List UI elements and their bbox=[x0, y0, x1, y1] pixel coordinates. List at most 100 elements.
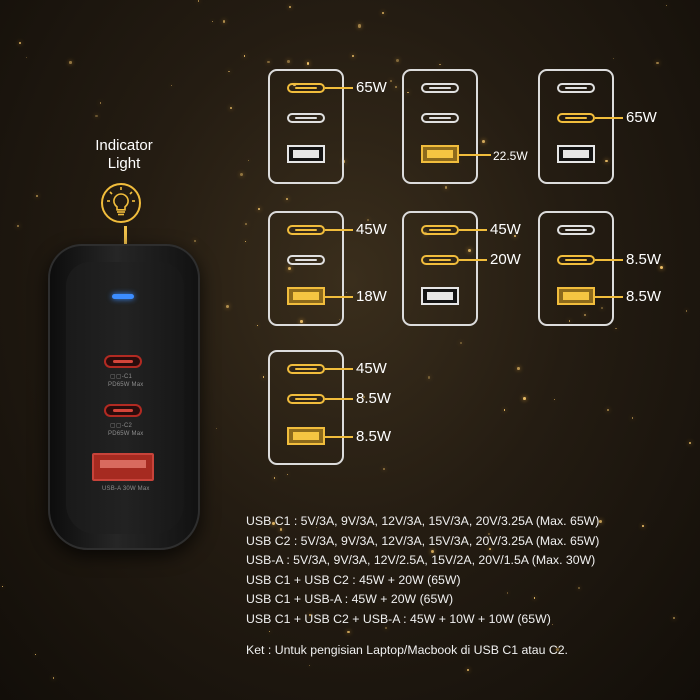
star-dot bbox=[390, 80, 393, 83]
diagram-3-port-c1 bbox=[557, 83, 595, 93]
diagram-1-port-c1 bbox=[287, 83, 325, 93]
star-dot bbox=[514, 235, 517, 238]
star-dot bbox=[598, 520, 602, 524]
diagram-4-c1-lead bbox=[325, 229, 353, 231]
star-dot bbox=[685, 310, 688, 312]
diagram-2-a-watt: 22.5W bbox=[493, 149, 528, 163]
port-c2-label: ▢▢-C2 bbox=[110, 423, 133, 429]
diagram-2-a-lead bbox=[459, 154, 491, 156]
note-text: Ket : Untuk pengisian Laptop/Macbook di … bbox=[246, 643, 568, 657]
star-dot bbox=[407, 91, 410, 94]
star-dot bbox=[358, 24, 362, 28]
port-c1-sub: PD65W Max bbox=[108, 382, 144, 388]
spec-line: USB C2 : 5V/3A, 9V/3A, 12V/3A, 15V/3A, 2… bbox=[246, 533, 600, 548]
spec-list: USB C1 : 5V/3A, 9V/3A, 12V/3A, 15V/3A, 2… bbox=[246, 512, 599, 630]
diagram-6-c2-watt: 8.5W bbox=[626, 251, 662, 268]
diagram-5-c2-lead bbox=[459, 259, 487, 261]
diagram-7-port-c1 bbox=[287, 364, 325, 374]
star-dot bbox=[363, 396, 365, 398]
spec-line: USB C1 + USB C2 : 45W + 20W (65W) bbox=[246, 572, 461, 587]
star-dot bbox=[100, 102, 102, 104]
star-dot bbox=[34, 653, 37, 655]
indicator-title-line2: Light bbox=[107, 155, 141, 172]
diagram-1-c1-lead bbox=[325, 87, 353, 89]
port-c1-label: ▢▢-C1 bbox=[110, 374, 133, 380]
diagram-box-2 bbox=[402, 69, 478, 184]
charger-face bbox=[66, 262, 184, 534]
diagram-4-port-a bbox=[287, 287, 325, 305]
star-dot bbox=[256, 324, 258, 327]
star-dot bbox=[438, 63, 441, 66]
diagram-7-a-watt: 8.5W bbox=[356, 428, 392, 445]
diagram-5-c1-lead bbox=[459, 229, 487, 231]
star-dot bbox=[467, 248, 471, 252]
star-dot bbox=[382, 11, 385, 14]
star-dot bbox=[95, 114, 98, 118]
diagram-4-a-watt: 18W bbox=[356, 288, 387, 305]
star-dot bbox=[36, 194, 39, 197]
star-dot bbox=[300, 320, 303, 323]
diagram-7-c2-watt: 8.5W bbox=[356, 390, 392, 407]
star-dot bbox=[228, 70, 230, 73]
star-dot bbox=[286, 59, 290, 63]
star-dot bbox=[503, 409, 506, 411]
charger-port-usb-a bbox=[92, 453, 154, 481]
star-dot bbox=[257, 207, 261, 211]
star-dot bbox=[352, 54, 355, 57]
light-bulb-icon bbox=[101, 183, 141, 223]
star-dot bbox=[286, 473, 289, 476]
diagram-2-port-c2 bbox=[421, 113, 459, 123]
star-dot bbox=[615, 327, 617, 330]
star-dot bbox=[631, 417, 634, 419]
star-dot bbox=[215, 428, 217, 430]
star-dot bbox=[273, 477, 276, 479]
star-dot bbox=[247, 160, 249, 162]
charger-port-c2 bbox=[104, 404, 142, 417]
star-dot bbox=[466, 668, 469, 671]
port-c2-sub: PD65W Max bbox=[108, 431, 144, 437]
diagram-7-c1-watt: 45W bbox=[356, 360, 387, 377]
diagram-box-7 bbox=[268, 350, 344, 465]
star-dot bbox=[427, 376, 431, 379]
diagram-6-a-watt: 8.5W bbox=[626, 288, 662, 305]
diagram-4-a-lead bbox=[325, 296, 353, 298]
star-dot bbox=[688, 442, 692, 445]
diagram-5-port-c1 bbox=[421, 225, 459, 235]
diagram-5-c1-watt: 45W bbox=[490, 221, 521, 238]
diagram-1-port-a bbox=[287, 145, 325, 163]
indicator-light-title: Indicator Light bbox=[78, 137, 170, 173]
star-dot bbox=[267, 60, 270, 63]
diagram-box-1 bbox=[268, 69, 344, 184]
star-dot bbox=[268, 630, 271, 633]
diagram-7-a-lead bbox=[325, 436, 353, 438]
diagram-7-port-c2 bbox=[287, 394, 325, 404]
star-dot bbox=[309, 665, 311, 667]
star-dot bbox=[367, 219, 369, 221]
diagram-4-c1-watt: 45W bbox=[356, 221, 387, 238]
star-dot bbox=[555, 647, 560, 651]
diagram-4-port-c1 bbox=[287, 225, 325, 235]
star-dot bbox=[659, 266, 663, 269]
star-dot bbox=[309, 614, 312, 617]
star-dot bbox=[601, 307, 604, 310]
diagram-3-port-c2 bbox=[557, 113, 595, 123]
star-dot bbox=[285, 197, 289, 201]
diagram-7-port-a bbox=[287, 427, 325, 445]
star-dot bbox=[69, 61, 72, 64]
star-dot bbox=[385, 626, 388, 629]
spec-line: USB C1 + USB C2 + USB-A : 45W + 10W + 10… bbox=[246, 611, 551, 626]
star-dot bbox=[673, 616, 676, 619]
diagram-6-port-c2 bbox=[557, 255, 595, 265]
star-dot bbox=[170, 84, 172, 86]
diagram-7-c2-lead bbox=[325, 398, 353, 400]
diagram-box-4 bbox=[268, 211, 344, 326]
star-dot bbox=[16, 225, 19, 228]
diagram-3-port-a bbox=[557, 145, 595, 163]
diagram-6-port-c1 bbox=[557, 225, 595, 235]
indicator-title-line1: Indicator bbox=[95, 137, 153, 154]
indicator-led bbox=[112, 294, 134, 299]
diagram-2-port-c1 bbox=[421, 83, 459, 93]
star-dot bbox=[222, 20, 226, 23]
star-dot bbox=[507, 592, 509, 594]
diagram-3-c2-watt: 65W bbox=[626, 109, 657, 126]
